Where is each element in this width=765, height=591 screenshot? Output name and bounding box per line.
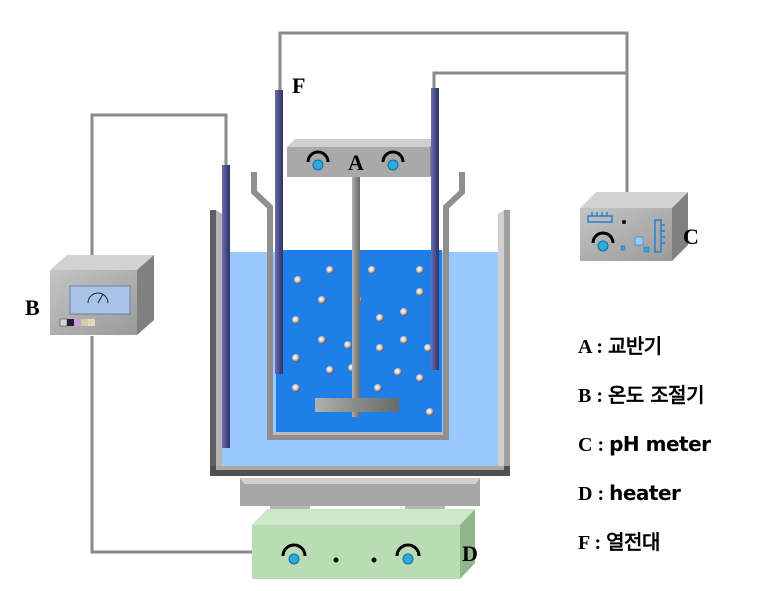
stirrer-impeller bbox=[315, 398, 399, 412]
label-c: C bbox=[683, 224, 699, 249]
controller-button-strip[interactable] bbox=[59, 318, 95, 327]
temperature-sensor-probe bbox=[222, 165, 230, 448]
bubble bbox=[292, 384, 300, 392]
wire-controller-to-sensor bbox=[90, 113, 228, 270]
bubble bbox=[318, 336, 326, 344]
label-a: A bbox=[348, 150, 364, 175]
legend-item: F : 열전대 bbox=[578, 530, 660, 554]
bubble bbox=[416, 374, 424, 382]
bubble bbox=[416, 266, 424, 274]
gauge-needle-icon bbox=[87, 292, 109, 304]
bubble bbox=[374, 384, 382, 392]
wire-controller-to-heater bbox=[90, 336, 252, 554]
legend-item: A : 교반기 bbox=[578, 334, 662, 358]
stirrer-dial-left-icon[interactable] bbox=[306, 150, 330, 171]
heater-indicator-dot bbox=[333, 557, 339, 563]
ph-meter bbox=[580, 192, 688, 261]
controller-display bbox=[69, 285, 131, 315]
bubble bbox=[292, 316, 300, 324]
heater-indicator-dot bbox=[371, 557, 377, 563]
legend: A : 교반기 B : 온도 조절기 C : pH meter D : heat… bbox=[578, 328, 711, 573]
stirrer-shaft bbox=[352, 177, 360, 417]
bubble bbox=[400, 336, 408, 344]
bubble bbox=[294, 276, 302, 284]
bubble bbox=[416, 288, 424, 296]
wire-ph-probe-to-ph-meter bbox=[432, 71, 627, 88]
bubble bbox=[400, 308, 408, 316]
temperature-controller bbox=[50, 255, 154, 335]
label-b: B bbox=[25, 295, 40, 320]
stirrer-dial-right-icon[interactable] bbox=[381, 150, 405, 171]
label-d: D bbox=[462, 541, 478, 566]
heater-dial-right-icon[interactable] bbox=[395, 543, 421, 565]
ph-meter-dial-icon[interactable] bbox=[591, 231, 615, 252]
label-f: F bbox=[292, 73, 305, 98]
bubble bbox=[318, 296, 326, 304]
stirrer bbox=[287, 139, 438, 417]
heater-unit bbox=[252, 509, 475, 579]
wire-thermocouple-to-ph-meter bbox=[278, 31, 629, 195]
legend-item: C : pH meter bbox=[578, 432, 711, 456]
thermocouple-probe bbox=[275, 90, 283, 374]
bubble bbox=[376, 344, 384, 352]
heater-dial-left-icon[interactable] bbox=[281, 543, 307, 565]
bubble bbox=[326, 366, 334, 374]
bubble bbox=[326, 266, 334, 274]
bubble bbox=[426, 408, 434, 416]
legend-item: D : heater bbox=[578, 481, 681, 505]
ph-meter-buttons[interactable] bbox=[620, 236, 650, 253]
bubble bbox=[394, 368, 402, 376]
bubble bbox=[368, 266, 376, 274]
bubble bbox=[424, 344, 432, 352]
ph-meter-vertical-scale bbox=[654, 219, 665, 253]
legend-item: B : 온도 조절기 bbox=[578, 383, 704, 407]
ph-meter-indicator bbox=[622, 220, 626, 224]
bubble bbox=[344, 341, 352, 349]
bubble bbox=[376, 314, 384, 322]
bubble bbox=[292, 354, 300, 362]
bubbles bbox=[292, 266, 434, 416]
ph-probe bbox=[431, 88, 439, 370]
ph-meter-scale bbox=[587, 212, 613, 223]
connection-wires bbox=[90, 31, 629, 554]
